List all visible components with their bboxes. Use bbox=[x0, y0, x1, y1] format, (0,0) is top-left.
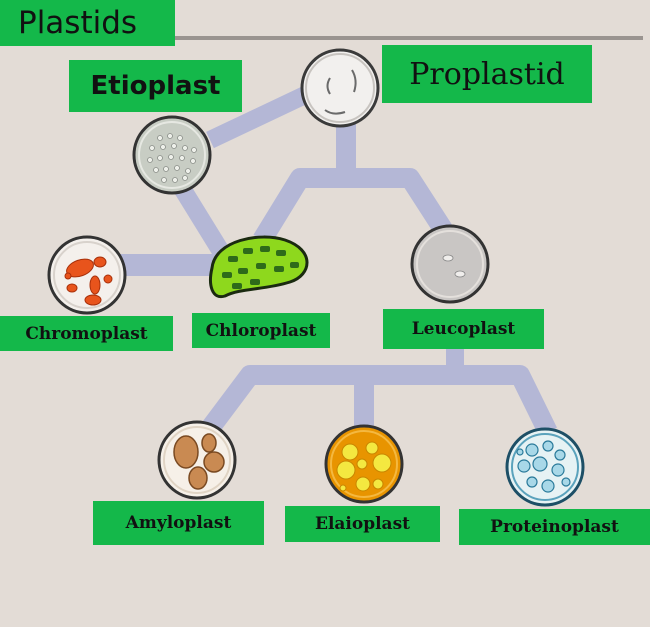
proplastid-label: Proplastid bbox=[382, 45, 592, 103]
etioplast-icon bbox=[132, 115, 212, 195]
amyloplast-label: Amyloplast bbox=[93, 501, 264, 545]
chromoplast-icon bbox=[47, 235, 127, 315]
connector-lines bbox=[120, 86, 557, 441]
title-rule bbox=[175, 36, 643, 40]
proteinoplast-icon bbox=[505, 427, 585, 507]
proplastid-icon bbox=[300, 48, 380, 128]
proteinoplast-label: Proteinoplast bbox=[459, 509, 650, 545]
chloroplast-icon bbox=[209, 235, 309, 299]
connector-proplastid-branches bbox=[253, 168, 459, 246]
connector-proplastid-etioplast bbox=[206, 86, 309, 149]
chloroplast-label: Chloroplast bbox=[192, 313, 330, 348]
leucoplast-label: Leucoplast bbox=[383, 309, 544, 349]
amyloplast-icon bbox=[157, 420, 237, 500]
leucoplast-icon bbox=[410, 224, 490, 304]
etioplast-label: Etioplast bbox=[69, 60, 242, 112]
diagram-title: Plastids bbox=[0, 0, 175, 46]
elaioplast-icon bbox=[324, 424, 404, 504]
connector-etioplast-chloroplast bbox=[172, 180, 233, 263]
elaioplast-label: Elaioplast bbox=[285, 506, 440, 542]
chromoplast-label: Chromoplast bbox=[0, 316, 173, 351]
connector-leucoplast-branches bbox=[197, 365, 557, 441]
